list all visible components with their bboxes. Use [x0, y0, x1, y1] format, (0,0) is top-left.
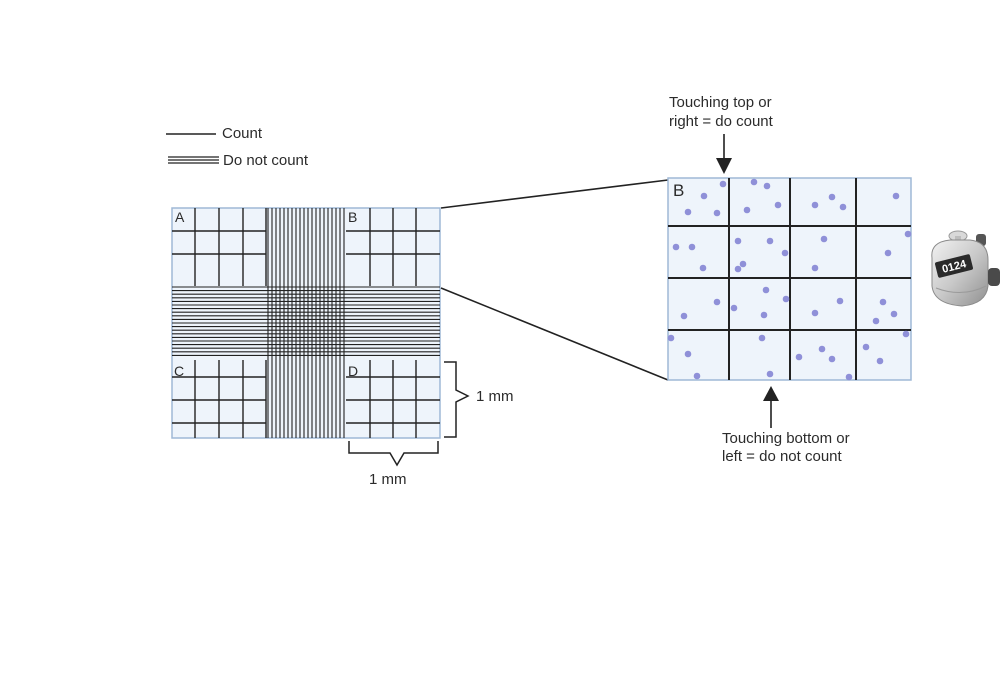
cell-dot: [760, 311, 768, 319]
top-arrow: [716, 134, 732, 174]
count-legend-label: Count: [222, 125, 263, 142]
height-bracket: [444, 361, 470, 438]
cell-dot: [884, 249, 892, 257]
bottom-note-line-1: Touching bottom or: [722, 430, 850, 447]
counter-display: 0124: [941, 258, 969, 276]
zoomed-square-label: B: [673, 181, 685, 200]
cell-dot: [713, 209, 721, 217]
cell-dot: [828, 193, 836, 201]
height-measure-label: 1 mm: [476, 388, 514, 405]
cell-dot: [820, 235, 828, 243]
cell-dot: [713, 298, 721, 306]
cell-dot: [890, 310, 898, 318]
cell-dot: [862, 343, 870, 351]
cell-dot: [766, 370, 774, 378]
square-label-d: D: [348, 363, 359, 379]
cell-dot: [762, 286, 770, 294]
cell-dot: [730, 304, 738, 312]
cell-dot: [684, 350, 692, 358]
cell-dot: [684, 208, 692, 216]
cell-dot: [739, 260, 747, 268]
tally-counter-icon: 0124: [926, 228, 1000, 312]
square-label-c: C: [174, 363, 185, 379]
cell-dot: [700, 192, 708, 200]
zoom-grid-lines: [668, 178, 911, 380]
cell-dot: [902, 330, 910, 338]
cell-dot: [774, 201, 782, 209]
grid-lines: [172, 208, 440, 438]
cell-dot: [845, 373, 853, 381]
width-measure-label: 1 mm: [369, 471, 407, 488]
do-not-count-legend-lines: [168, 156, 219, 164]
square-label-b: B: [348, 209, 358, 225]
zoom-connector-top: [440, 179, 669, 209]
cell-dot: [811, 201, 819, 209]
cell-dot: [667, 334, 675, 342]
cell-dot: [872, 317, 880, 325]
zoom-connector-bottom: [440, 287, 669, 381]
cell-dot: [734, 265, 742, 273]
cell-dot: [750, 178, 758, 186]
cell-dot: [876, 357, 884, 365]
cell-dot: [782, 295, 790, 303]
cells: [667, 178, 912, 381]
cell-dot: [688, 243, 696, 251]
cell-dot: [672, 243, 680, 251]
cell-dot: [879, 298, 887, 306]
cell-dot: [811, 309, 819, 317]
width-bracket: [348, 441, 439, 467]
cell-dot: [811, 264, 819, 272]
cell-dot: [904, 230, 912, 238]
top-note-line-1: Touching top or: [669, 94, 772, 111]
top-note-line-2: right = do count: [669, 113, 773, 130]
cell-dot: [743, 206, 751, 214]
cell-dot: [758, 334, 766, 342]
cell-dot: [836, 297, 844, 305]
cell-dot: [795, 353, 803, 361]
do-not-count-legend-label: Do not count: [223, 152, 309, 169]
cell-dot: [766, 237, 774, 245]
cell-dot: [892, 192, 900, 200]
bottom-note-line-2: left = do not count: [722, 448, 842, 465]
cell-dot: [763, 182, 771, 190]
cell-dot: [680, 312, 688, 320]
cell-dot: [828, 355, 836, 363]
bottom-arrow: [763, 386, 779, 428]
cell-dot: [699, 264, 707, 272]
cell-dot: [781, 249, 789, 257]
cell-dot: [839, 203, 847, 211]
square-label-a: A: [175, 209, 185, 225]
cell-dot: [818, 345, 826, 353]
cell-dot: [734, 237, 742, 245]
cell-dot: [719, 180, 727, 188]
cell-dot: [693, 372, 701, 380]
